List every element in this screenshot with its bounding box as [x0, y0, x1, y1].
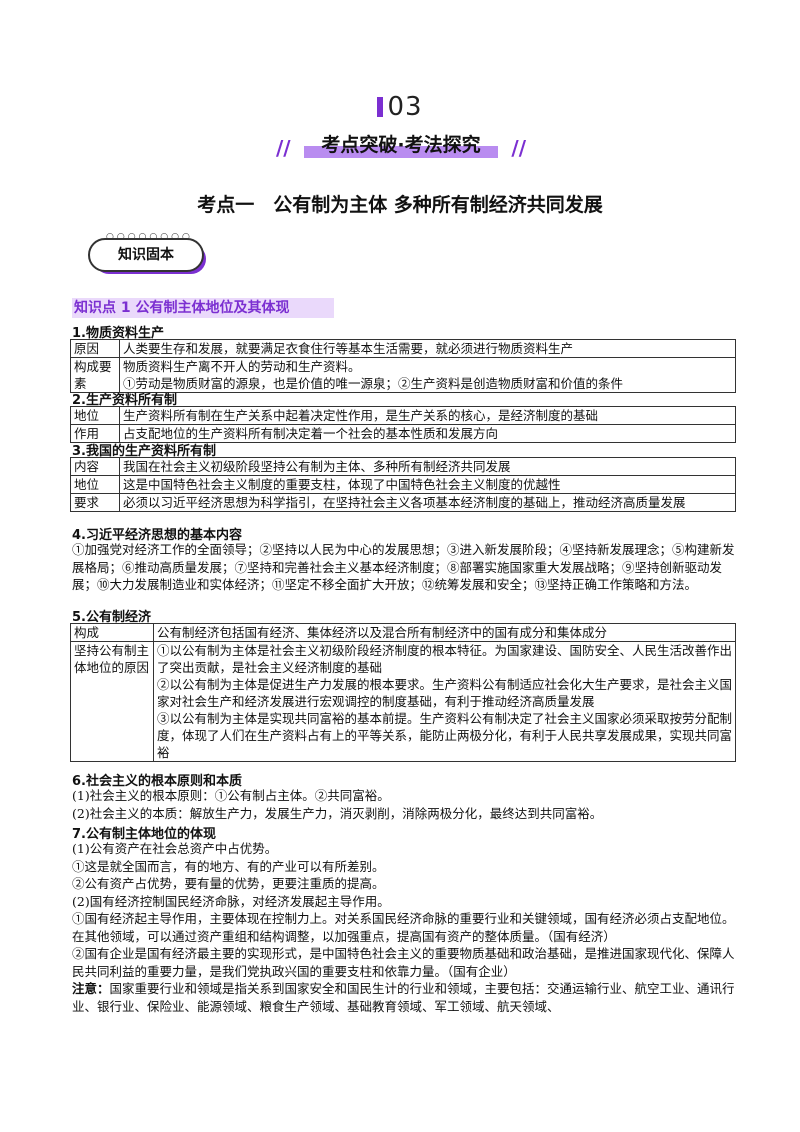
section-number: 03: [0, 92, 800, 122]
table-ownership: 地位生产资料所有制在生产关系中起着决定性作用，是生产关系的核心，是经济制度的基础…: [70, 406, 736, 443]
slash-decoration-icon: //: [511, 136, 526, 160]
knowledge-point-heading: 知识点 1 公有制主体地位及其体现: [72, 298, 334, 318]
heading-4: 4.习近平经济思想的基本内容: [72, 528, 242, 543]
table-row: 地位这是中国特色社会主义制度的重要支柱，体现了中国特色社会主义制度的优越性: [70, 475, 736, 494]
heading-5: 5.公有制经济: [72, 610, 151, 625]
section-tag: ○○○○○○○○ 知识固本: [88, 232, 208, 274]
paragraph-dominant-position: (1)公有资产在社会总资产中占优势。 ①这是就全国而言，有的地方、有的产业可以有…: [72, 841, 735, 1014]
table-public-economy: 构成公有制经济包括国有经济、集体经济以及混合所有制经济中的国有成分和集体成分 坚…: [70, 623, 736, 762]
table-row: 作用占支配地位的生产资料所有制决定着一个社会的基本性质和发展方向: [70, 424, 736, 443]
heading-3: 3.我国的生产资料所有制: [72, 444, 216, 459]
section-banner: // 考点突破·考法探究 //: [276, 130, 526, 162]
heading-2: 2.生产资料所有制: [72, 393, 177, 408]
banner-title: 考点突破·考法探究: [321, 134, 481, 156]
paragraph-economic-thought: ①加强党对经济工作的全面领导；②坚持以人民为中心的发展思想；③进入新发展阶段；④…: [72, 542, 735, 592]
table-row: 内容我国在社会主义初级阶段坚持公有制为主体、多种所有制经济共同发展: [70, 457, 736, 476]
table-row: 原因人类要生存和发展，就要满足衣食住行等基本生活需要，就必须进行物质资料生产: [70, 339, 736, 358]
table-material-production: 原因人类要生存和发展，就要满足衣食住行等基本生活需要，就必须进行物质资料生产 构…: [70, 339, 736, 393]
table-row: 构成公有制经济包括国有经济、集体经济以及混合所有制经济中的国有成分和集体成分: [70, 623, 736, 642]
table-row: 构成要素物质资料生产离不开人的劳动和生产资料。 ①劳动是物质财富的源泉，也是价值…: [70, 357, 736, 393]
heading-6: 6.社会主义的根本原则和本质: [72, 774, 242, 789]
heading-1: 1.物质资料生产: [72, 326, 164, 341]
note: 注意：国家重要行业和领域是指关系到国家安全和国民生计的行业和领域，主要包括：交通…: [72, 981, 735, 1014]
ring-binding-icon: ○○○○○○○○: [106, 232, 193, 242]
heading-7: 7.公有制主体地位的体现: [72, 827, 216, 842]
page-title: 考点一 公有制为主体 多种所有制经济共同发展: [197, 194, 603, 216]
table-our-ownership: 内容我国在社会主义初级阶段坚持公有制为主体、多种所有制经济共同发展 地位这是中国…: [70, 457, 736, 512]
tag-label: 知识固本: [88, 238, 204, 272]
paragraph-socialism: (1)社会主义的根本原则：①公有制占主体。②共同富裕。 (2)社会主义的本质：解…: [72, 788, 603, 821]
table-row: 地位生产资料所有制在生产关系中起着决定性作用，是生产关系的核心，是经济制度的基础: [70, 406, 736, 425]
slash-decoration-icon: //: [276, 136, 291, 160]
table-row: 要求必须以习近平经济思想为科学指引，在坚持社会主义各项基本经济制度的基础上，推动…: [70, 493, 736, 512]
